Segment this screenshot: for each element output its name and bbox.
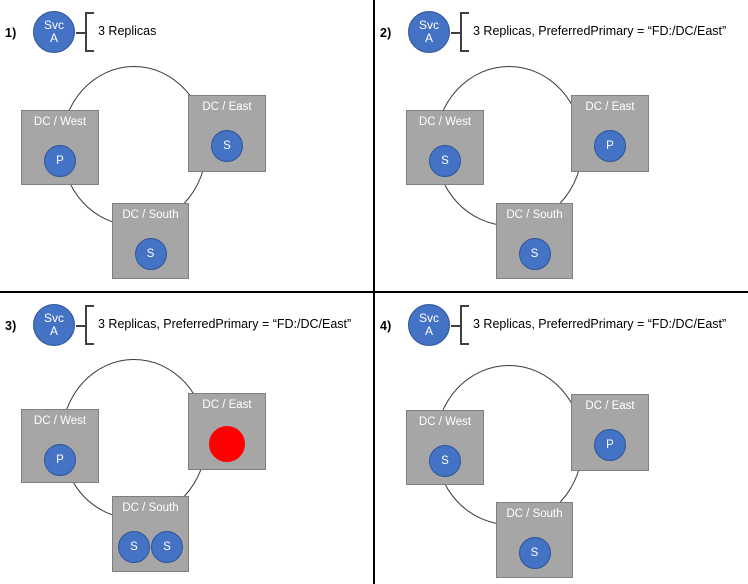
datacenter-label: DC / West: [418, 416, 472, 428]
service-node[interactable]: Svc A: [33, 11, 75, 53]
replica-row: S: [189, 122, 265, 170]
datacenter-label: DC / East: [585, 400, 635, 412]
datacenter-box-east[interactable]: DC / East P: [571, 95, 649, 172]
service-connector-line: [76, 325, 85, 327]
datacenter-box-west[interactable]: DC / West P: [21, 409, 99, 483]
service-name-line1: Svc: [418, 310, 439, 325]
brace-icon: [460, 12, 469, 52]
panel-index-label: 2): [380, 26, 392, 40]
datacenter-box-south[interactable]: DC / South S: [112, 203, 189, 279]
datacenter-label: DC / West: [418, 116, 472, 128]
datacenter-label: DC / South: [122, 209, 179, 221]
replica-row: [189, 420, 265, 468]
service-name-line2: A: [49, 31, 58, 45]
replica-node[interactable]: S: [134, 238, 167, 270]
panel-index-label: 1): [5, 26, 17, 40]
datacenter-box-east[interactable]: DC / East S: [188, 95, 266, 172]
replica-node[interactable]: S: [429, 445, 461, 477]
panel-divider-horizontal: [0, 291, 748, 293]
service-name-line2: A: [49, 324, 58, 338]
service-node[interactable]: Svc A: [33, 304, 75, 346]
service-name-line2: A: [424, 31, 433, 45]
datacenter-box-west[interactable]: DC / West P: [21, 110, 99, 185]
service-name-line1: Svc: [43, 17, 64, 32]
service-name-line2: A: [424, 324, 433, 338]
replica-row: P: [22, 436, 98, 484]
replica-node[interactable]: S: [429, 145, 461, 177]
panel-3: 3) Svc A 3 Replicas, PreferredPrimary = …: [0, 293, 374, 584]
service-node[interactable]: Svc A: [408, 11, 450, 53]
brace-icon: [85, 12, 94, 52]
service-name-line1: Svc: [418, 17, 439, 32]
service-name-line1: Svc: [43, 310, 64, 325]
replica-row: S: [407, 137, 483, 185]
replica-row: S: [497, 230, 572, 278]
brace-icon: [85, 305, 94, 345]
replica-row: S: [497, 529, 572, 577]
replica-node[interactable]: S: [518, 537, 551, 569]
datacenter-box-east[interactable]: DC / East P: [571, 394, 649, 471]
replica-row: S: [407, 437, 483, 485]
replica-row: S: [113, 230, 188, 278]
replica-row: P: [22, 137, 98, 185]
replica-node[interactable]: P: [594, 429, 626, 461]
replica-row: P: [572, 421, 648, 469]
service-config-text: 3 Replicas, PreferredPrimary = “FD:/DC/E…: [473, 317, 727, 331]
service-config-text: 3 Replicas, PreferredPrimary = “FD:/DC/E…: [473, 24, 727, 38]
replica-row: S S: [113, 523, 188, 571]
datacenter-label: DC / West: [33, 116, 87, 128]
brace-icon: [460, 305, 469, 345]
panel-1: 1) Svc A 3 Replicas DC / West P DC / Eas…: [0, 0, 374, 292]
replica-node[interactable]: P: [594, 130, 626, 162]
datacenter-box-east[interactable]: DC / East: [188, 393, 266, 470]
service-connector-line: [451, 325, 460, 327]
replica-node[interactable]: S: [151, 531, 183, 563]
service-config-text: 3 Replicas, PreferredPrimary = “FD:/DC/E…: [98, 317, 352, 331]
datacenter-box-south[interactable]: DC / South S S: [112, 496, 189, 572]
service-connector-line: [76, 32, 85, 34]
replica-node[interactable]: S: [518, 238, 551, 270]
datacenter-label: DC / East: [202, 399, 252, 411]
replica-row: P: [572, 122, 648, 170]
datacenter-box-south[interactable]: DC / South S: [496, 502, 573, 578]
datacenter-box-west[interactable]: DC / West S: [406, 110, 484, 185]
datacenter-label: DC / South: [506, 508, 563, 520]
service-config-text: 3 Replicas: [98, 24, 157, 38]
datacenter-box-west[interactable]: DC / West S: [406, 410, 484, 485]
datacenter-box-south[interactable]: DC / South S: [496, 203, 573, 279]
service-connector-line: [451, 32, 460, 34]
replica-node[interactable]: P: [44, 444, 76, 476]
panel-index-label: 3): [5, 319, 17, 333]
datacenter-label: DC / South: [122, 502, 179, 514]
datacenter-label: DC / West: [33, 415, 87, 427]
datacenter-label: DC / South: [506, 209, 563, 221]
panel-2: 2) Svc A 3 Replicas, PreferredPrimary = …: [375, 0, 748, 292]
datacenter-label: DC / East: [202, 101, 252, 113]
service-node[interactable]: Svc A: [408, 304, 450, 346]
replica-node[interactable]: P: [44, 145, 76, 177]
panel-index-label: 4): [380, 319, 392, 333]
replica-node[interactable]: S: [118, 531, 150, 563]
panel-4: 4) Svc A 3 Replicas, PreferredPrimary = …: [375, 293, 748, 584]
replica-node-down[interactable]: [209, 426, 245, 462]
datacenter-label: DC / East: [585, 101, 635, 113]
replica-node[interactable]: S: [211, 130, 243, 162]
